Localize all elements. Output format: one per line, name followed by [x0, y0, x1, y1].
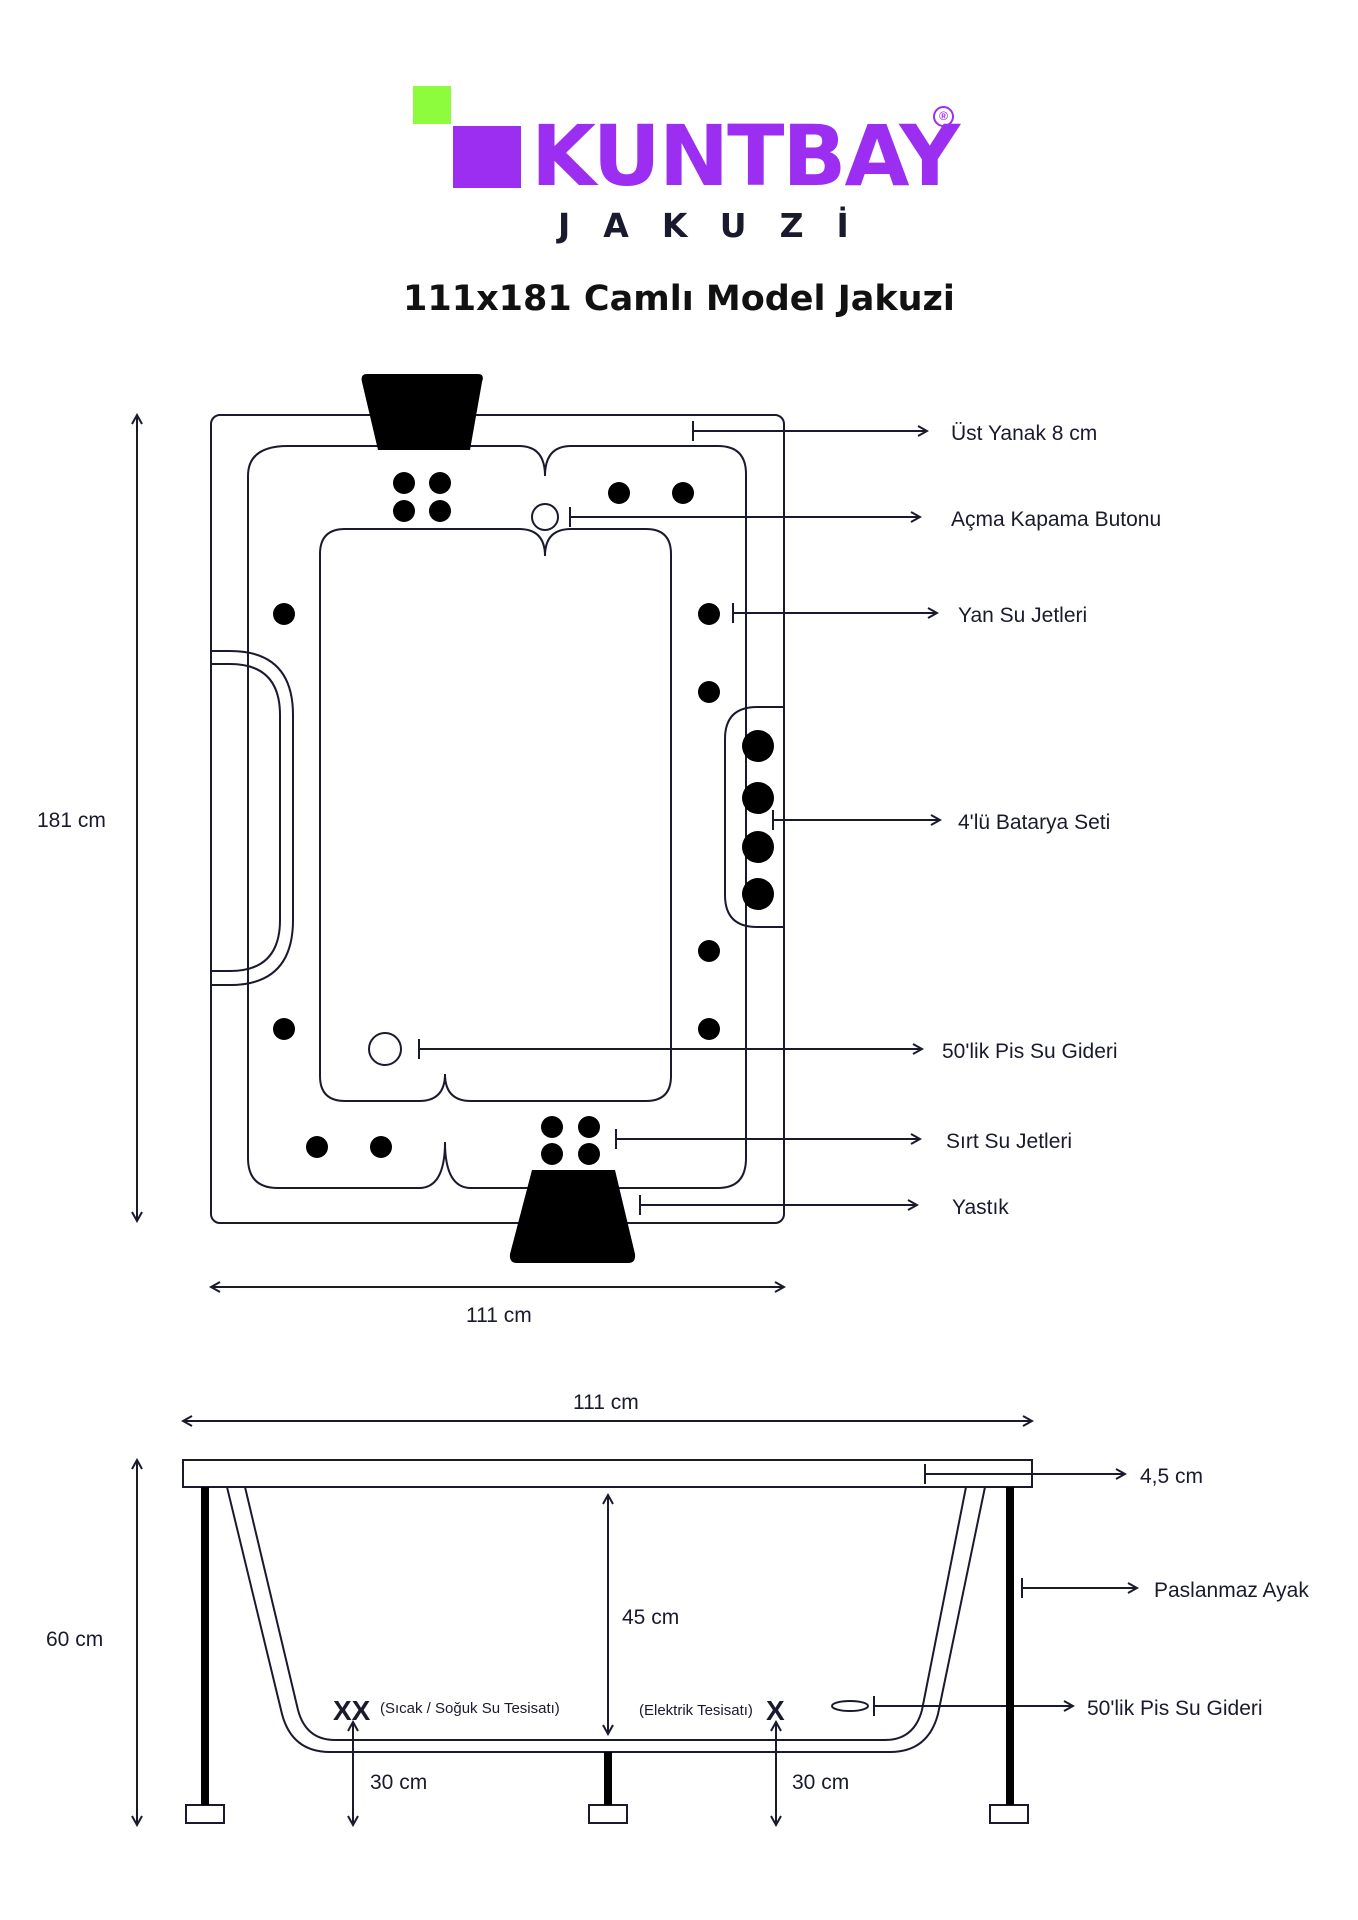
back-jets-top	[393, 472, 451, 522]
registered-mark: ®	[933, 106, 954, 127]
brand-logo: KUNTBAY ® JAKUZİ	[413, 86, 960, 256]
side-width-label: 111 cm	[573, 1391, 639, 1414]
power-button-icon	[531, 503, 559, 531]
side-callout-leaders	[873, 1464, 1137, 1716]
brand-name: KUNTBAY	[531, 107, 960, 205]
side-rim	[182, 1459, 1033, 1488]
tub-inner-basin	[247, 445, 747, 1189]
side-drain-label: 50'lik Pis Su Gideri	[1087, 1697, 1263, 1720]
logo-green-square	[413, 86, 451, 124]
side-basin-inner	[244, 1486, 967, 1741]
height-dimension-label: 181 cm	[37, 809, 106, 832]
rim-thickness-label: 4,5 cm	[1140, 1465, 1204, 1488]
electric-label: (Elektrik Tesisatı)	[639, 1702, 753, 1719]
brand-subtitle: JAKUZİ	[558, 206, 882, 245]
page-title: 111x181 Camlı Model Jakuzi	[403, 279, 955, 319]
leg-right	[1006, 1487, 1014, 1805]
leg-foot-left	[185, 1804, 225, 1824]
pillow-icon-top	[361, 374, 483, 450]
depth-label: 45 cm	[622, 1606, 680, 1629]
callout-leaders	[418, 421, 940, 1215]
width-dimension-label: 111 cm	[466, 1304, 532, 1327]
logo-purple-bar	[453, 126, 521, 188]
battery-set-icons	[742, 730, 774, 910]
glass-panel-left	[211, 650, 294, 986]
electric-marker: X	[766, 1695, 785, 1726]
leg-foot-middle	[588, 1804, 628, 1824]
glass-panel-left-inner	[211, 663, 281, 972]
pillow-icon-bottom	[509, 1170, 636, 1263]
side-jets	[273, 482, 720, 1158]
leg-foot-right	[989, 1804, 1029, 1824]
leg-left	[201, 1487, 209, 1805]
right-offset-label: 30 cm	[792, 1771, 850, 1794]
callout-back-jets: Sırt Su Jetleri	[946, 1130, 1073, 1153]
callout-top-rim: Üst Yanak 8 cm	[951, 422, 1098, 445]
callout-pillow: Yastık	[952, 1196, 1009, 1219]
callout-side-jets: Yan Su Jetleri	[958, 604, 1088, 627]
tub-seat-area	[319, 528, 672, 1102]
back-jets-bottom	[541, 1116, 600, 1165]
hot-cold-marker: XX	[333, 1695, 371, 1726]
battery-panel	[724, 706, 784, 928]
side-drain-icon	[831, 1700, 869, 1712]
callout-drain: 50'lik Pis Su Gideri	[942, 1040, 1118, 1063]
side-height-label: 60 cm	[46, 1628, 104, 1651]
callout-button: Açma Kapama Butonu	[951, 508, 1162, 531]
hot-cold-label: (Sıcak / Soğuk Su Tesisatı)	[380, 1700, 560, 1717]
leg-middle	[604, 1752, 612, 1805]
leg-label: Paslanmaz Ayak	[1154, 1579, 1309, 1602]
callout-battery: 4'lü Batarya Seti	[958, 811, 1111, 834]
left-offset-label: 30 cm	[370, 1771, 428, 1794]
drain-icon	[368, 1032, 402, 1066]
